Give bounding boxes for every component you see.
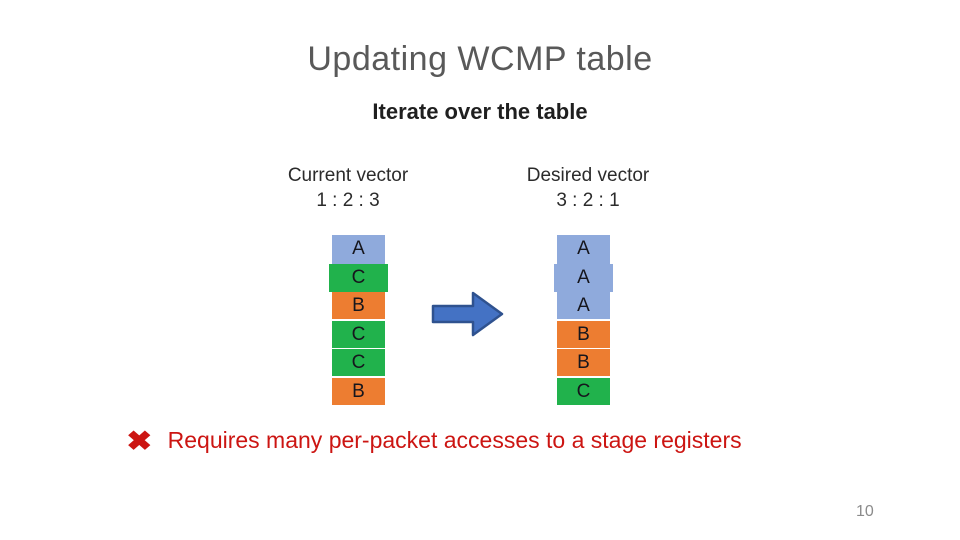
vector-cell-a: A [332, 235, 385, 264]
slide-title: Updating WCMP table [307, 40, 653, 78]
desired-vector-weights: 3 : 2 : 1 [556, 190, 620, 211]
vector-cell-b: B [557, 320, 610, 348]
vector-cell-a: A [554, 263, 613, 292]
note-text: Requires many per-packet accesses to a s… [167, 426, 742, 453]
desired-vector-header: Desired vector 3 : 2 : 1 [478, 163, 698, 213]
desired-vector-label: Desired vector [526, 165, 650, 186]
vector-cell-c: C [329, 263, 388, 292]
cross-mark-icon: ✖ [126, 425, 153, 456]
vector-cell-b: B [557, 349, 610, 376]
vector-cell-b: B [332, 377, 385, 405]
vector-cell-c: C [332, 349, 385, 376]
vector-cell-b: B [332, 292, 385, 319]
vector-cell-a: A [557, 235, 610, 264]
vector-cell-c: C [332, 320, 385, 348]
slide-subtitle: Iterate over the table [372, 99, 588, 124]
flow-arrow-shape [431, 291, 504, 337]
page-number: 10 [856, 503, 874, 520]
current-vector-weights: 1 : 2 : 3 [316, 190, 380, 211]
flow-arrow [431, 291, 504, 337]
note-row: ✖ Requires many per-packet accesses to a… [126, 424, 742, 458]
current-vector-header: Current vector 1 : 2 : 3 [238, 163, 458, 213]
vector-cell-c: C [557, 377, 610, 405]
current-vector-label: Current vector [287, 165, 409, 186]
vector-cell-a: A [557, 292, 610, 319]
